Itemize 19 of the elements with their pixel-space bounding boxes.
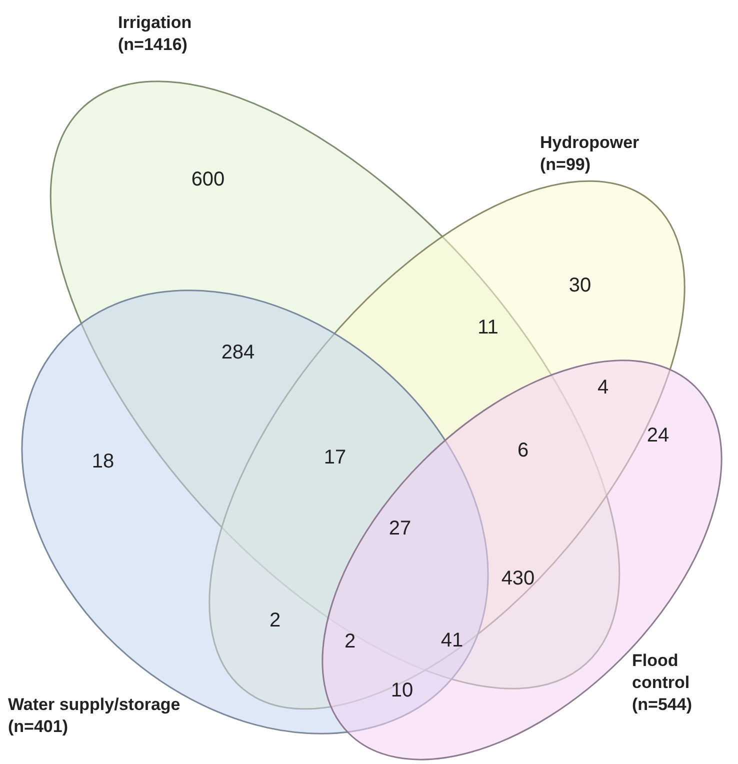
region-count: 4	[597, 376, 609, 400]
region-count: 6	[517, 440, 529, 462]
set-label: Hydropower (n=99)	[540, 132, 640, 176]
region-count: 30	[568, 274, 592, 298]
region-count: 18	[92, 450, 114, 474]
region-count: 284	[221, 342, 255, 364]
region-count: 17	[324, 446, 346, 470]
region-count: 2	[344, 630, 356, 654]
set-label: Irrigation (n=1416)	[118, 12, 193, 56]
set-label: Water supply/storage (n=401)	[8, 694, 182, 738]
set-label: Flood control (n=544)	[632, 650, 693, 716]
region-count: 27	[388, 518, 412, 540]
region-count: 24	[646, 424, 670, 448]
region-count: 600	[191, 168, 225, 192]
region-count: 11	[478, 316, 498, 340]
region-count: 2	[269, 610, 281, 632]
region-count: 10	[390, 680, 414, 702]
region-count: 430	[501, 568, 535, 590]
region-count: 41	[440, 630, 464, 652]
